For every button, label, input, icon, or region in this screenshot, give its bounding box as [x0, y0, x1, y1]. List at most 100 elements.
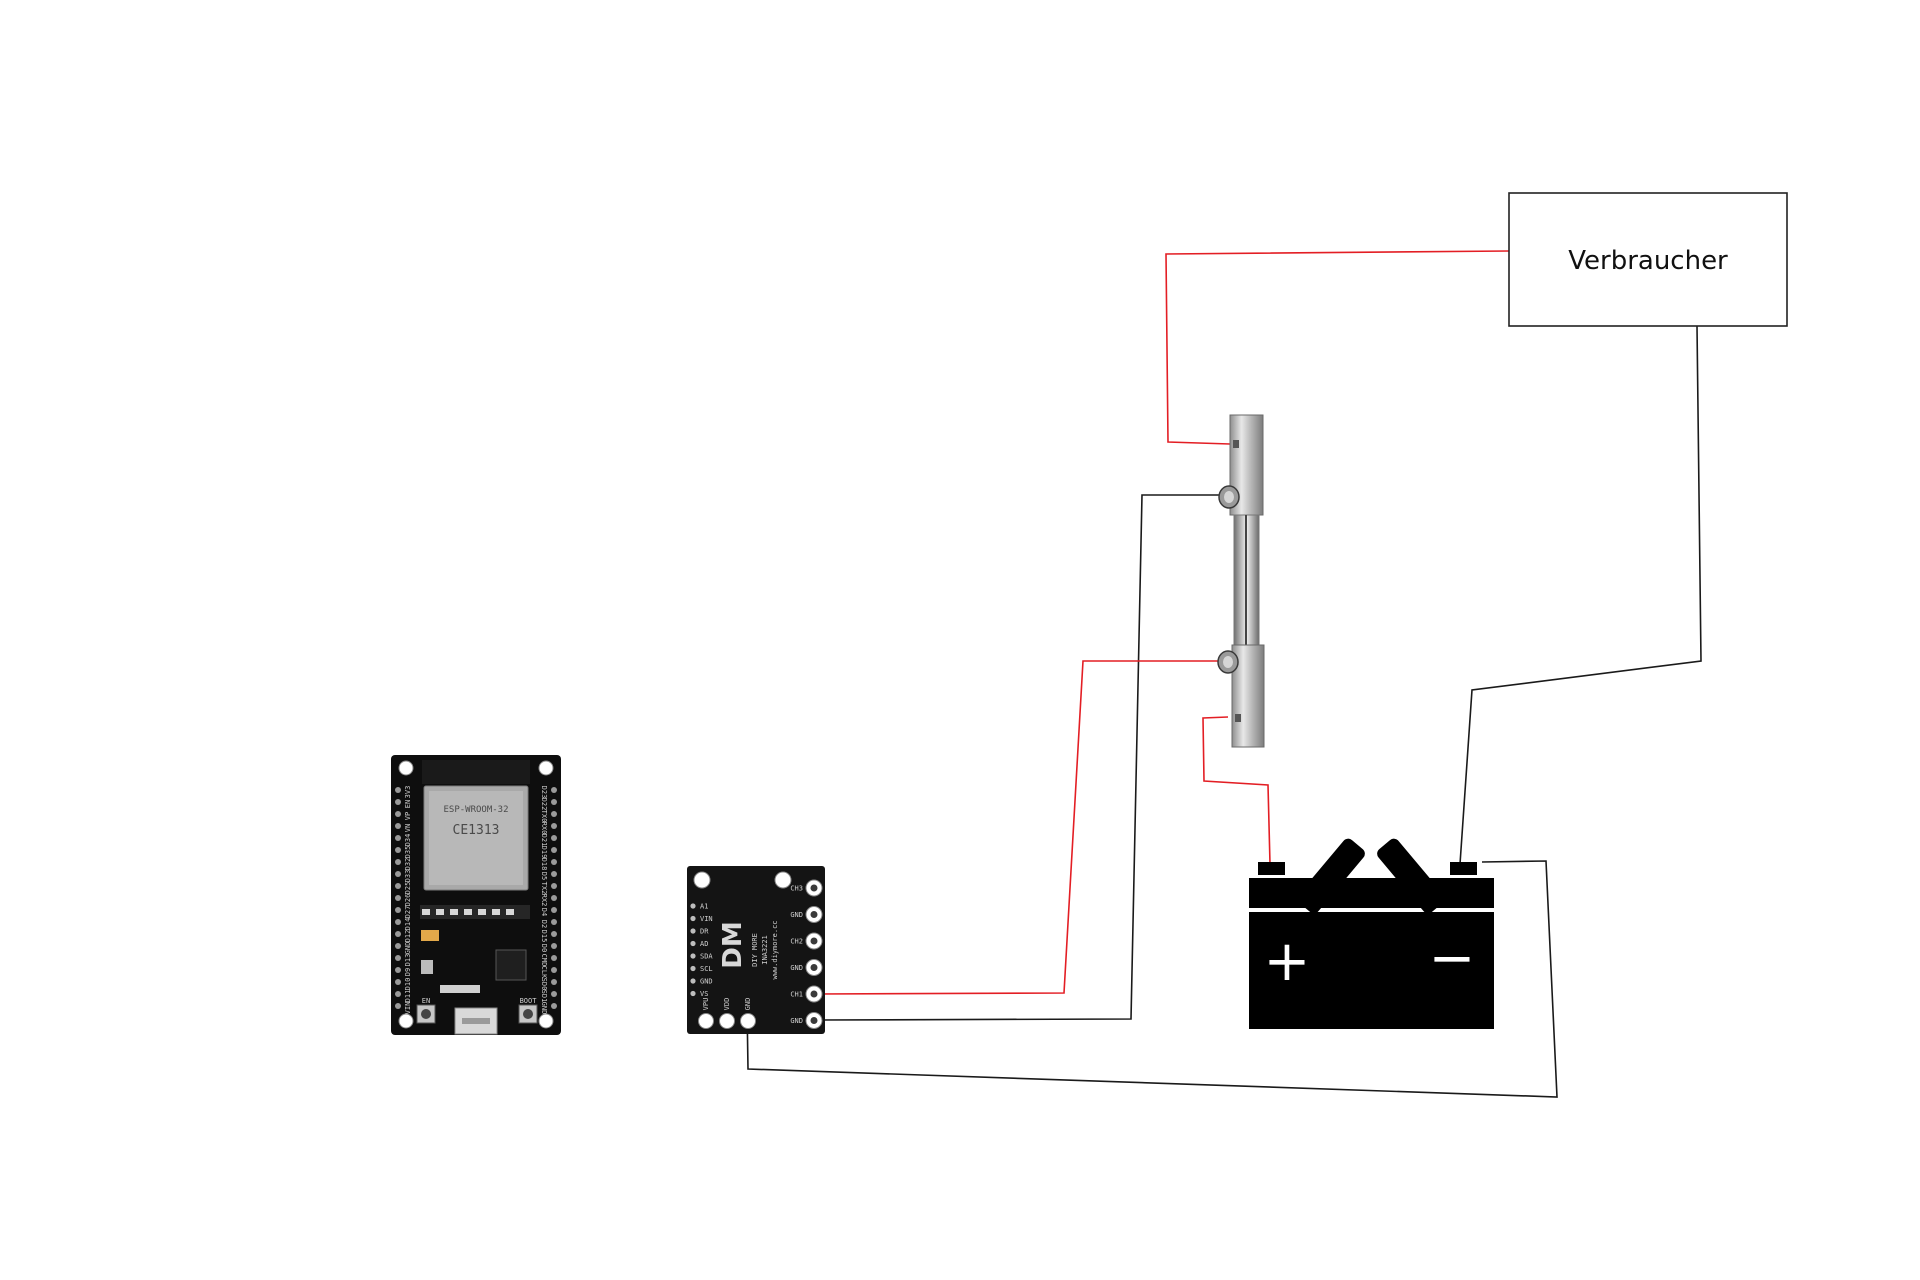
ina3221-module: DM DIY MORE INA3221 www.diymore.cc A1VIN… [687, 866, 825, 1034]
esp32-pin [551, 991, 557, 997]
shunt-bottom-screw [1217, 650, 1239, 674]
esp32-pin [395, 871, 401, 877]
wires [746, 250, 1702, 1098]
esp32-pin-label: D27 [404, 906, 412, 919]
esp32-pin-label: GND [540, 1002, 548, 1015]
esp32-pin [395, 1003, 401, 1009]
esp32-pin-label: D11 [404, 990, 412, 1003]
wire-shunt-to-ina-ch1-plus [815, 660, 1218, 995]
esp32-pin-label: RX0 [540, 822, 548, 835]
esp32-pin [395, 979, 401, 985]
ina-pin-label: SCL [700, 965, 713, 973]
ina-pin-label: VS [700, 990, 708, 998]
esp32-pin [395, 907, 401, 913]
shunt-top-screw [1218, 485, 1240, 509]
ina-pin-label: GND [700, 978, 713, 986]
battery-minus-terminal [1450, 862, 1477, 875]
esp32-pin [395, 847, 401, 853]
ina-logo: DM [718, 921, 748, 968]
esp32-pin [551, 895, 557, 901]
esp32-pin-label: TX2 [540, 882, 548, 895]
ina-pin [690, 928, 696, 934]
esp32-right-pin-header: D23D22TX0RX0D21D19D18D5TX2RX2D4D2D15D0CM… [540, 786, 557, 1015]
esp32-pin-label: D0 [540, 944, 548, 952]
ina-pin-label: GND [790, 911, 803, 919]
battery: + − [1249, 838, 1494, 1029]
esp32-pin [551, 979, 557, 985]
ina-pin-label: SDA [700, 953, 713, 961]
esp32-pin [395, 811, 401, 817]
esp32-pin-label: GND [404, 942, 412, 955]
ina-pin [690, 915, 696, 922]
esp32-en-label: EN [422, 997, 430, 1005]
esp32-pin-label: D14 [404, 918, 412, 931]
ina-pin-label: A1 [700, 903, 708, 911]
esp32-boot-label: BOOT [520, 997, 538, 1005]
esp32-pin-label: TX0 [540, 810, 548, 823]
esp32-pin [395, 943, 401, 949]
wire-battery-minus-to-ina-gnd [746, 860, 1558, 1098]
esp32-pin-label: SD0 [540, 978, 548, 991]
shunt-resistor [1217, 414, 1265, 748]
esp32-pin [551, 859, 557, 865]
esp32-pin-label: D19 [540, 846, 548, 859]
esp32-pin [395, 835, 401, 841]
ina-pin-label: CH2 [790, 938, 803, 946]
esp32-pin-label: D10 [404, 978, 412, 991]
esp32-module-marking: ESP-WROOM-32 [443, 805, 508, 815]
ina-url: www.diymore.cc [771, 920, 779, 979]
esp32-pin-label: D32 [404, 858, 412, 871]
esp32-pin-label: D13 [404, 954, 412, 967]
esp32-pin-label: D35 [404, 846, 412, 859]
ina-pin-label: VDD [723, 998, 731, 1011]
ina-bottom-pad [698, 1013, 714, 1029]
esp32-pin [395, 967, 401, 973]
esp32-pin-label: EN [404, 800, 412, 808]
ina-pin [690, 978, 696, 984]
wire-shunt-to-battery-plus [1202, 716, 1271, 865]
esp32-pin [551, 883, 557, 889]
esp32-pin-label: D18 [540, 858, 548, 871]
esp32-pin-label: VP [404, 812, 412, 820]
ina-pin-label: VIN [700, 915, 713, 923]
esp32-pin-label: D21 [540, 834, 548, 847]
esp32-pin-label: D22 [540, 798, 548, 811]
esp32-board: ESP-WROOM-32 CE1313 EN BOOT 3V3ENVPVND34… [391, 755, 561, 1035]
esp32-pin [395, 799, 401, 805]
esp32-pin-label: CMD [540, 954, 548, 967]
esp32-pin [551, 931, 557, 937]
esp32-pin-label: VN [404, 824, 412, 832]
esp32-pin [395, 859, 401, 865]
esp32-pin [551, 943, 557, 949]
ina-channel-pad-hole [810, 911, 818, 918]
ina-bottom-pad [719, 1013, 735, 1029]
consumer-box: Verbraucher [1508, 192, 1788, 327]
esp32-pin-label: 3V3 [404, 786, 412, 799]
ina-pin [690, 990, 696, 997]
esp32-pin [551, 823, 557, 829]
wire-consumer-to-battery-minus [1459, 325, 1702, 865]
ina-pin-label: VPU [702, 998, 710, 1011]
esp32-pin [551, 907, 557, 913]
esp32-pin [551, 811, 557, 817]
esp32-pin-label: VIN [404, 1002, 412, 1015]
battery-minus-symbol: − [1429, 926, 1476, 991]
esp32-pin [395, 955, 401, 961]
esp32-pin [551, 919, 557, 925]
esp32-pin-label: D9 [404, 968, 412, 976]
ina-brand: DIY MORE [751, 933, 759, 967]
ina-pin-label: CH3 [790, 885, 803, 893]
esp32-pin [395, 991, 401, 997]
esp32-pin-label: D15 [540, 930, 548, 943]
battery-plus-symbol: + [1264, 929, 1311, 994]
esp32-pin [395, 823, 401, 829]
esp32-pin-label: D2 [540, 920, 548, 928]
esp32-pin [395, 931, 401, 937]
ina-pin-label: CH1 [790, 991, 803, 999]
ina-pin [690, 965, 696, 972]
esp32-pin-label: D26 [404, 894, 412, 907]
esp32-pin [395, 895, 401, 901]
